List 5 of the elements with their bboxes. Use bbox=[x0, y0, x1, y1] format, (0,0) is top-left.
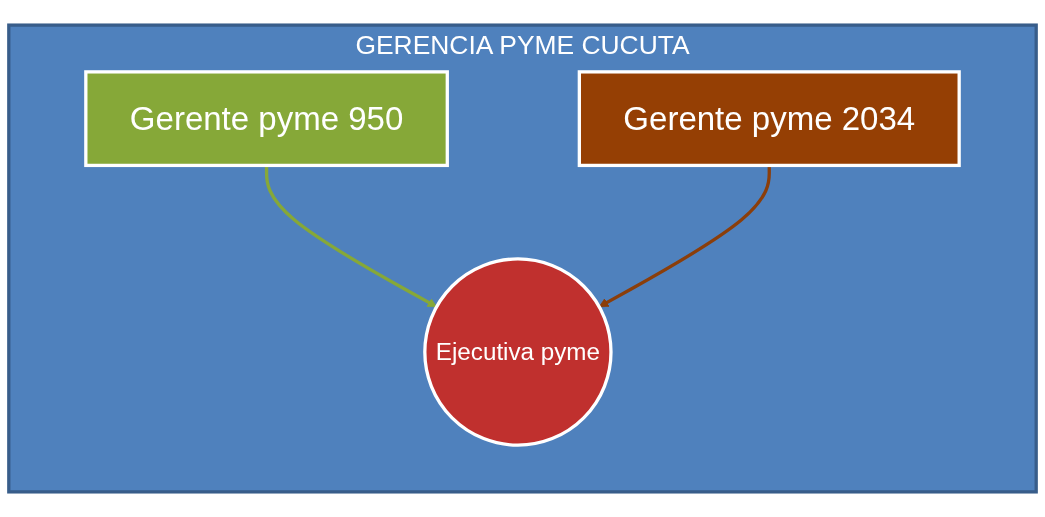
arrow bbox=[264, 165, 437, 308]
arrow bbox=[598, 165, 771, 308]
node-box: Gerente pyme 950 bbox=[84, 70, 449, 168]
node-box: Gerente pyme 2034 bbox=[577, 70, 961, 168]
node-circle: Ejecutiva pyme bbox=[423, 257, 613, 447]
